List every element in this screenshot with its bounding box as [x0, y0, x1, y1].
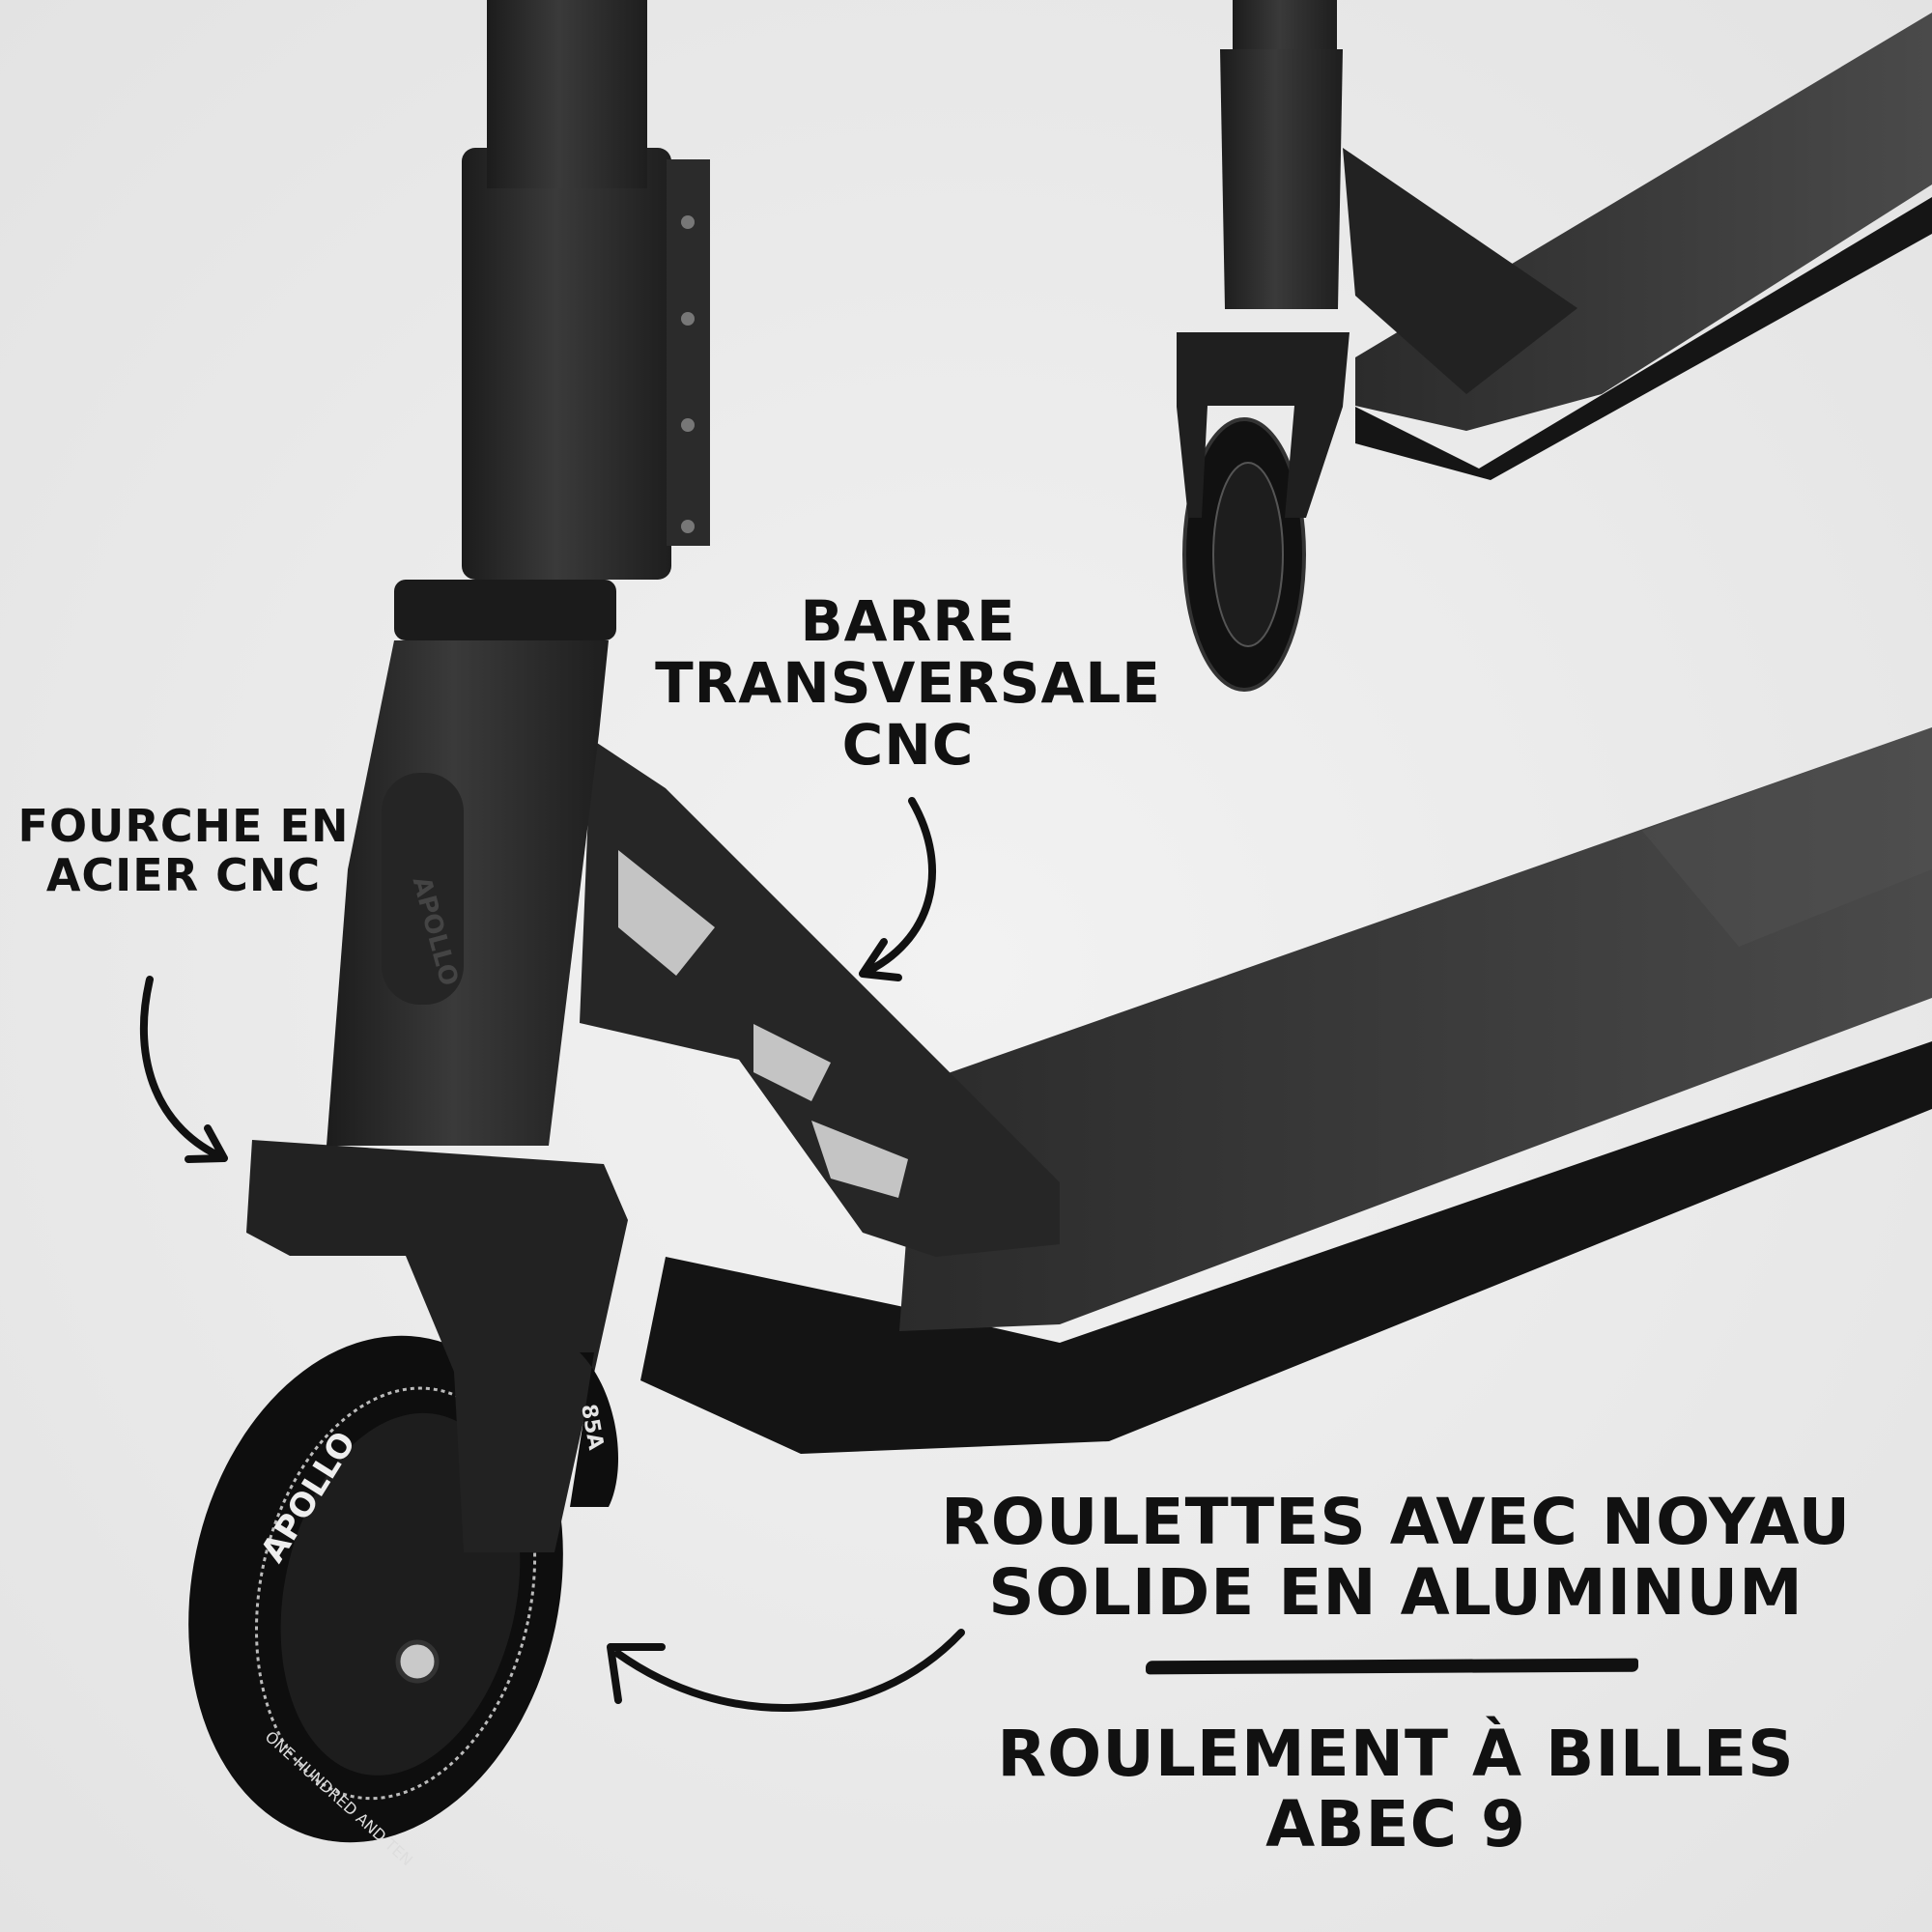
logo-badge: [382, 773, 464, 1005]
bearings-label-line: ROULEMENT À BILLES: [997, 1717, 1795, 1791]
rear-scooter: [1177, 0, 1932, 692]
fork-label-line: FOURCHE EN: [17, 800, 350, 852]
fork-label-line: ACIER CNC: [45, 848, 322, 901]
deck-stripes: [1642, 727, 1932, 947]
wheels-label-line: ROULETTES AVEC NOYAU: [940, 1485, 1852, 1559]
front-fork: [246, 1140, 628, 1552]
bearings-label-line: ABEC 9: [1265, 1786, 1526, 1861]
rear-fork: [1177, 332, 1350, 518]
arrow-fork: [139, 976, 228, 1163]
crossbar-label-line: TRANSVERSALE: [655, 649, 1161, 716]
arrow-wheels: [607, 1629, 965, 1712]
tire-edge: [570, 1352, 618, 1507]
wheels-label: ROULETTES AVEC NOYAU SOLIDE EN ALUMINUM: [898, 1485, 1893, 1630]
rear-head-tube: [1220, 49, 1343, 309]
handlebar-tube: [487, 0, 647, 188]
crossbar-label: BARRE TRANSVERSALE CNC: [618, 588, 1198, 778]
arrow-crossbar: [859, 797, 936, 981]
crossbar-label-line: CNC: [841, 711, 975, 778]
arrows: [139, 797, 965, 1712]
bearings-label: ROULEMENT À BILLES ABEC 9: [898, 1719, 1893, 1860]
rear-deck-underside: [1355, 197, 1932, 480]
wheels-label-line: SOLIDE EN ALUMINUM: [988, 1554, 1804, 1630]
headset-ring: [394, 580, 616, 640]
head-tube: [327, 640, 609, 1146]
axle-bolt: [395, 1639, 440, 1684]
brush-divider: [1145, 1658, 1639, 1675]
fork-label: FOURCHE EN ACIER CNC: [0, 802, 367, 899]
rear-bar: [1233, 0, 1337, 53]
crossbar-label-line: BARRE: [800, 588, 1016, 654]
front-scooter: APOLLO ONE HUNDRED AND TEN 85A APOLLO: [188, 0, 1932, 1869]
rear-crossbar: [1343, 148, 1577, 394]
crossbar: [580, 739, 1060, 1257]
clamp: [462, 148, 671, 580]
front-deck-underside: [640, 1041, 1932, 1454]
front-deck: [899, 727, 1932, 1331]
